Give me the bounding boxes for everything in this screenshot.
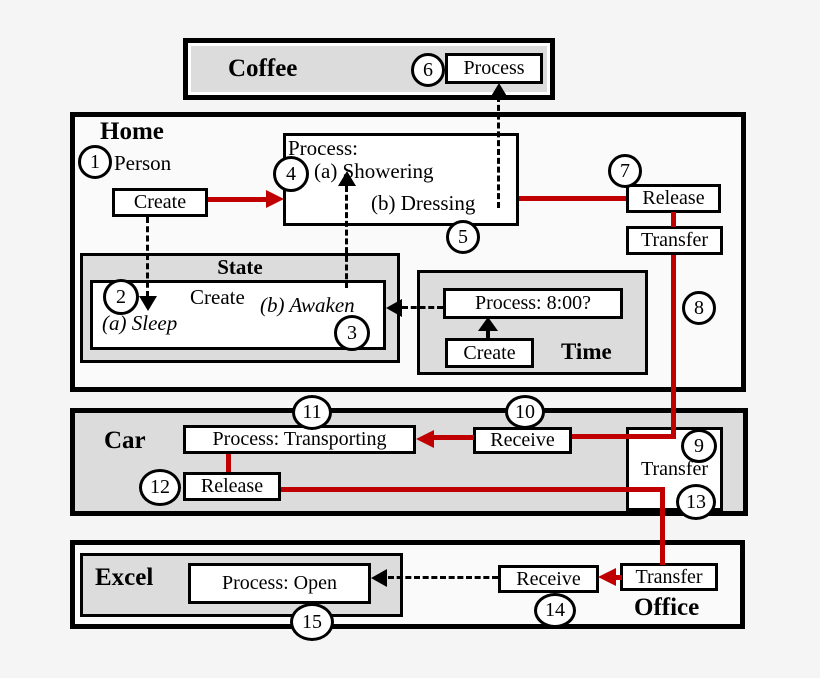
dashed-arrowhead-into-showering — [338, 171, 356, 186]
excel-title: Excel — [95, 564, 154, 591]
excel-process-box: Process: Open — [188, 563, 371, 604]
dashed-arrowhead-into-coffee-process — [490, 83, 508, 98]
red-line-release-rightward — [281, 487, 665, 492]
car-release-box: Release — [183, 472, 281, 501]
dashed-line-create-to-state — [146, 217, 149, 297]
badge-5: 5 — [446, 220, 480, 254]
time-create-box: Create — [445, 338, 534, 368]
home-process-line1: Process: — [288, 136, 358, 160]
red-line-process-to-release — [519, 196, 626, 201]
dashed-line-dressing-to-coffee — [497, 96, 500, 208]
badge-14: 14 — [534, 593, 576, 628]
state-create-label: Create — [190, 285, 245, 309]
state-title: State — [217, 255, 263, 279]
state-sleep-label: (a) Sleep — [102, 311, 178, 335]
badge-7: 7 — [608, 154, 642, 188]
red-line-transfer-down-to-car — [671, 255, 676, 437]
state-awaken-label: (b) Awaken — [260, 293, 355, 317]
badge-10: 10 — [505, 395, 545, 429]
office-title: Office — [634, 594, 700, 621]
dashed-arrowhead-into-process-open — [371, 569, 387, 587]
red-line-create-to-process — [208, 197, 268, 202]
red-line-release-to-transfer — [671, 212, 676, 227]
home-title: Home — [100, 118, 164, 145]
red-line-office-transfer-to-receive — [612, 575, 622, 580]
red-line-transporting-to-release — [226, 454, 231, 472]
office-transfer-box: Transfer — [620, 563, 718, 591]
home-transfer-box: Transfer — [626, 226, 723, 255]
red-arrowhead-into-home-process — [266, 190, 284, 208]
badge-9: 9 — [681, 429, 717, 463]
badge-3: 3 — [334, 315, 370, 351]
home-release-box: Release — [626, 184, 721, 213]
time-process-box: Process: 8:00? — [443, 288, 623, 319]
person-label: Person — [114, 151, 172, 175]
badge-12: 12 — [139, 469, 181, 506]
badge-6: 6 — [411, 53, 445, 87]
badge-4: 4 — [273, 156, 309, 192]
car-title: Car — [104, 427, 146, 454]
red-arrowhead-into-transporting — [416, 430, 434, 448]
dashed-line-awaken-to-showering — [345, 186, 348, 288]
time-title: Time — [561, 339, 612, 364]
badge-8: 8 — [682, 291, 716, 325]
dashed-arrowhead-into-state — [139, 296, 157, 311]
home-process-line3: (b) Dressing — [371, 191, 476, 215]
dashed-arrowhead-into-state-box — [386, 299, 402, 317]
home-create-box: Create — [112, 188, 208, 217]
car-receive-box: Receive — [473, 427, 572, 454]
badge-15: 15 — [290, 603, 334, 641]
badge-11: 11 — [292, 395, 332, 430]
office-receive-box: Receive — [498, 565, 599, 593]
home-process-line2: (a) Showering — [314, 159, 434, 183]
badge-13: 13 — [676, 484, 716, 520]
red-line-car-transfer-to-receive — [572, 434, 676, 439]
red-arrowhead-into-office-receive — [598, 568, 616, 586]
black-line-create-to-time-process — [486, 330, 490, 339]
dashed-line-time-to-state — [402, 306, 443, 309]
badge-2: 2 — [103, 279, 139, 315]
red-line-down-to-office-transfer — [660, 487, 665, 565]
badge-1: 1 — [78, 145, 112, 179]
red-line-receive-to-transporting — [430, 435, 474, 440]
black-arrowhead-into-time-process — [478, 317, 498, 331]
dashed-line-receive-to-open — [388, 576, 498, 579]
coffee-title: Coffee — [228, 55, 298, 82]
coffee-process-box: Process — [445, 53, 543, 84]
car-process-box: Process: Transporting — [183, 425, 416, 454]
